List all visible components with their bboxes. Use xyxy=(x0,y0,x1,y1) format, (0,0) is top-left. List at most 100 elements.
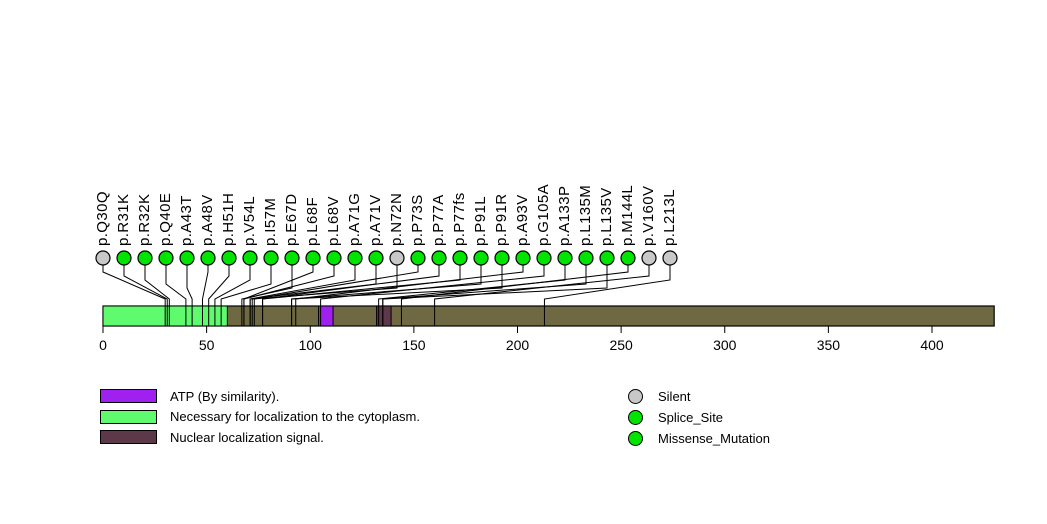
mutation-label: p.E67D xyxy=(283,194,300,246)
lollipop-stem xyxy=(543,265,671,326)
lollipop-stem xyxy=(434,265,650,326)
domain-legend: ATP (By similarity). Necessary for local… xyxy=(100,389,420,451)
domain-rect-0 xyxy=(318,305,334,327)
mutation-label: p.P77fs xyxy=(451,192,468,246)
axis-tick-label: 150 xyxy=(402,337,426,353)
mutation-label: p.L68F xyxy=(304,197,321,246)
axis-tick-label: 50 xyxy=(199,337,215,353)
lollipop-stem xyxy=(382,265,608,326)
lollipop-circle xyxy=(599,250,615,266)
lollipop-stem xyxy=(253,265,419,326)
atp-domain-swatch xyxy=(100,389,157,404)
lollipop-circle xyxy=(368,250,384,266)
lollipop-circle xyxy=(389,250,405,266)
lollipop-circle xyxy=(578,250,594,266)
mutation-label: p.R32K xyxy=(136,194,153,246)
lollipop-circle xyxy=(536,250,552,266)
atp-domain-label: ATP (By similarity). xyxy=(170,388,280,404)
mutation-label: p.I57M xyxy=(262,198,279,246)
lollipop-stem xyxy=(208,265,230,326)
mutation-type-legend: Silent Splice_Site Missense_Mutation xyxy=(628,388,770,452)
mutation-label: p.L135M xyxy=(577,185,594,246)
axis-tick-label: 350 xyxy=(817,337,841,353)
lollipop-circle xyxy=(473,250,489,266)
cytoplasm-domain-swatch xyxy=(100,409,157,424)
lollipop-circle xyxy=(641,250,657,266)
cytoplasm-domain-label: Necessary for localization to the cytopl… xyxy=(170,409,420,425)
axis-tick-label: 250 xyxy=(609,337,633,353)
axis-tick-label: 0 xyxy=(99,337,107,353)
lollipop-stem xyxy=(123,265,168,326)
mutation-label: p.H51H xyxy=(220,193,237,246)
lollipop-circle xyxy=(494,250,510,266)
mutation-label: p.P77A xyxy=(430,194,447,246)
lollipop-circle xyxy=(452,250,468,266)
axis-tick-label: 300 xyxy=(713,337,737,353)
lollipop-circle xyxy=(263,250,279,266)
type-legend-row-missense: Missense_Mutation xyxy=(628,430,770,446)
mutation-label: p.A93V xyxy=(514,194,531,246)
mutation-label: p.M144L xyxy=(619,185,636,246)
lollipop-circle xyxy=(557,250,573,266)
lollipop-circle xyxy=(179,250,195,266)
domain-legend-row-atp: ATP (By similarity). xyxy=(100,389,420,404)
lollipop-circle xyxy=(116,250,132,266)
mutation-label: p.V160V xyxy=(640,186,657,246)
lollipop-stem xyxy=(243,265,335,326)
mutation-label: p.A71G xyxy=(346,193,363,246)
lollipop-circle xyxy=(431,250,447,266)
domain-legend-row-nls: Nuclear localization signal. xyxy=(100,430,420,445)
lollipop-circle xyxy=(347,250,363,266)
nls-domain-label: Nuclear localization signal. xyxy=(170,429,324,445)
lollipop-stem xyxy=(214,265,251,326)
mutation-label: p.L213L xyxy=(661,189,678,246)
lollipop-circle xyxy=(95,250,111,266)
mutation-label: p.P91L xyxy=(472,196,489,246)
lollipop-circle xyxy=(242,250,258,266)
splice-site-dot-icon xyxy=(628,409,643,425)
mutation-label: p.P91R xyxy=(493,194,510,246)
mutation-label: p.Q30Q xyxy=(94,191,111,246)
splice-site-type-label: Splice_Site xyxy=(658,409,724,425)
lollipop-circle xyxy=(158,250,174,266)
mutation-label: p.A43T xyxy=(178,195,195,246)
lollipop-circle xyxy=(305,250,321,266)
lollipop-circle xyxy=(137,250,153,266)
lollipop-circle xyxy=(284,250,300,266)
lollipop-circle xyxy=(410,250,426,266)
nls-domain-swatch xyxy=(100,430,157,445)
missense-type-label: Missense_Mutation xyxy=(658,430,770,446)
lollipop-stem xyxy=(400,265,629,326)
silent-type-label: Silent xyxy=(658,388,691,404)
axis-tick-label: 200 xyxy=(506,337,530,353)
mutation-label: p.G105A xyxy=(535,184,552,246)
mutation-label: p.V54L xyxy=(241,196,258,246)
lollipop-stem xyxy=(102,265,166,326)
mutation-label: p.Q40E xyxy=(157,193,174,246)
silent-dot-icon xyxy=(628,388,643,404)
lollipop-circle xyxy=(326,250,342,266)
lollipop-stem xyxy=(186,265,193,326)
mutation-label: p.R31K xyxy=(115,194,132,246)
mutation-label: p.A133P xyxy=(556,186,573,246)
type-legend-row-splice: Splice_Site xyxy=(628,409,770,425)
mutation-label: p.N72N xyxy=(388,193,405,246)
mutation-label: p.P73S xyxy=(409,194,426,246)
lollipop-stem xyxy=(144,265,170,326)
domain-rect-2 xyxy=(376,305,392,327)
lollipop-stem xyxy=(201,265,209,326)
lollipop-stem xyxy=(320,265,545,326)
type-legend-row-silent: Silent xyxy=(628,388,770,404)
lollipop-stem xyxy=(262,265,461,326)
lollipop-stem xyxy=(295,265,524,326)
lollipop-circle xyxy=(662,250,678,266)
mutation-label: p.L135V xyxy=(598,187,615,246)
mutation-label: p.L68V xyxy=(325,196,342,246)
axis-tick-label: 400 xyxy=(920,337,944,353)
missense-dot-icon xyxy=(628,430,643,446)
lollipop-stem xyxy=(378,265,566,326)
lollipop-stem xyxy=(220,265,272,326)
lollipop-stem xyxy=(165,265,187,326)
